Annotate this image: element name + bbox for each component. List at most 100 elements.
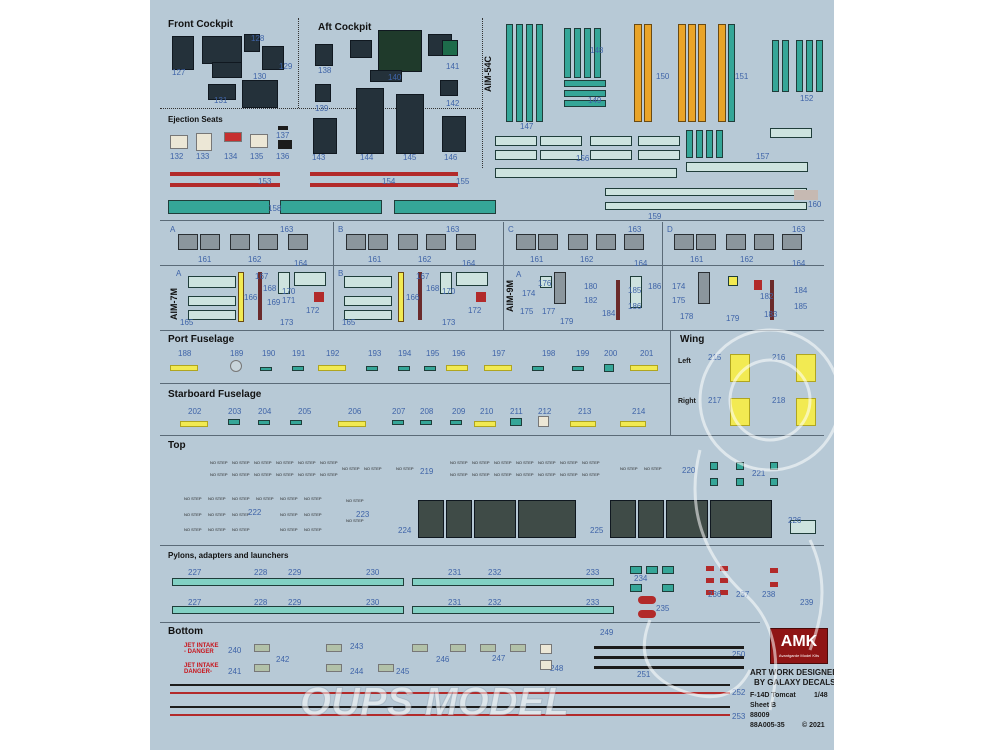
missile-band-decal [238,272,244,322]
pylon-stencil-decal [172,606,404,614]
no-step-stencil: NO STEP [254,460,272,465]
decal-number: 170 [442,287,456,296]
missile-stencil-decal [540,150,582,160]
divider [160,383,670,384]
stencil-decal [570,421,596,427]
stencil-decal [450,420,462,425]
decal-number: 135 [250,152,264,161]
decal-number: 180 [584,282,598,291]
stencil-decal [292,366,304,371]
missile-stencil-decal [624,234,644,250]
missile-band-decal [634,24,642,122]
decal-number: 163 [792,225,806,234]
stencil-decal [710,478,718,486]
decal-number: 189 [230,349,244,358]
cockpit-panel-decal [315,44,333,66]
pylon-stencil-decal [706,566,714,571]
decal-number: 241 [228,667,242,676]
stencil-decal [538,416,549,427]
missile-stencil-decal [278,272,290,294]
starboard-fuselage-title: Starboard Fuselage [168,389,262,400]
stencil-decal [338,421,366,427]
missile-band-decal [770,280,774,320]
pylon-stencil-decal [770,582,778,587]
decal-number: 232 [488,568,502,577]
decal-number: 252 [732,688,746,697]
no-step-stencil: NO STEP [254,472,272,477]
decal-number: 238 [762,590,776,599]
seat-placard-decal [278,126,288,130]
cockpit-panel-decal [350,40,372,58]
missile-band-decal [698,24,706,122]
missile-stencil-decal [200,234,220,250]
stencil-decal [290,420,302,425]
decal-number: 174 [672,282,686,291]
variant-letter: D [667,225,673,234]
decal-number: 239 [800,598,814,607]
stencil-decal [770,478,778,486]
decal-number: 160 [808,200,822,209]
bottom-stripe-decal [170,714,730,716]
decal-number: 130 [253,72,267,81]
decal-number: 196 [452,349,466,358]
no-step-stencil: NO STEP [560,460,578,465]
no-step-stencil: NO STEP [304,527,322,532]
missile-stencil-decal [346,234,366,250]
decal-number: 146 [444,153,458,162]
pylon-stencil-decal [172,578,404,586]
no-step-stencil: NO STEP [184,512,202,517]
missile-stencil-decal [288,234,308,250]
decal-number: 143 [312,153,326,162]
red-stripe-decal [310,183,450,187]
divider [670,330,671,435]
decal-number: 182 [760,292,774,301]
decal-number: 170 [282,287,296,296]
amk-logo-tagline: Avantgarde Model Kits [778,653,820,658]
stencil-decal [366,366,378,371]
missile-stencil-decal [630,276,642,308]
decal-number: 171 [282,296,296,305]
decal-number: 140 [388,73,402,82]
stencil-decal [318,365,346,371]
missile-band-decal [706,130,713,158]
decal-number: 128 [251,34,265,43]
pylon-stencil-decal [662,566,674,574]
decal-number: 243 [350,642,364,651]
cockpit-display-decal [378,30,422,72]
decal-number: 231 [448,598,462,607]
stencil-decal [532,366,544,371]
missile-band-decal [594,28,601,78]
amk-logo-text: AMK [780,633,818,650]
decal-number: 131 [214,96,228,105]
seat-placard-decal [170,135,188,149]
divider [160,545,824,546]
stencil-decal [480,644,496,652]
pylon-stencil-decal [638,596,656,604]
missile-band-decal [526,24,533,122]
decal-number: 159 [648,212,662,221]
decal-number: 192 [326,349,340,358]
watermark-figure [642,328,834,711]
seat-placard-decal [278,140,292,149]
decal-number: 253 [732,712,746,721]
ejection-seats-title: Ejection Seats [168,115,223,124]
missile-stencil-decal [314,292,324,302]
decal-number: 216 [772,353,786,362]
pylon-stencil-decal [646,566,658,574]
red-stripe-decal [426,172,458,176]
wing-title: Wing [680,334,705,345]
walkway-panel-decal [710,500,772,538]
stencil-decal [228,419,240,425]
stencil-decal [412,644,428,652]
decal-number: 179 [726,314,740,323]
decal-number: 142 [446,99,460,108]
decal-number: 161 [690,255,704,264]
decal-number: 162 [740,255,754,264]
pylon-stencil-decal [720,590,728,595]
jet-intake-warning: JET INTAKE [184,643,219,649]
missile-stencil-decal [178,234,198,250]
missile-stencil-decal [540,276,552,288]
aft-cockpit-title: Aft Cockpit [318,22,372,33]
stencil-decal [180,421,208,427]
decal-number: 188 [178,349,192,358]
